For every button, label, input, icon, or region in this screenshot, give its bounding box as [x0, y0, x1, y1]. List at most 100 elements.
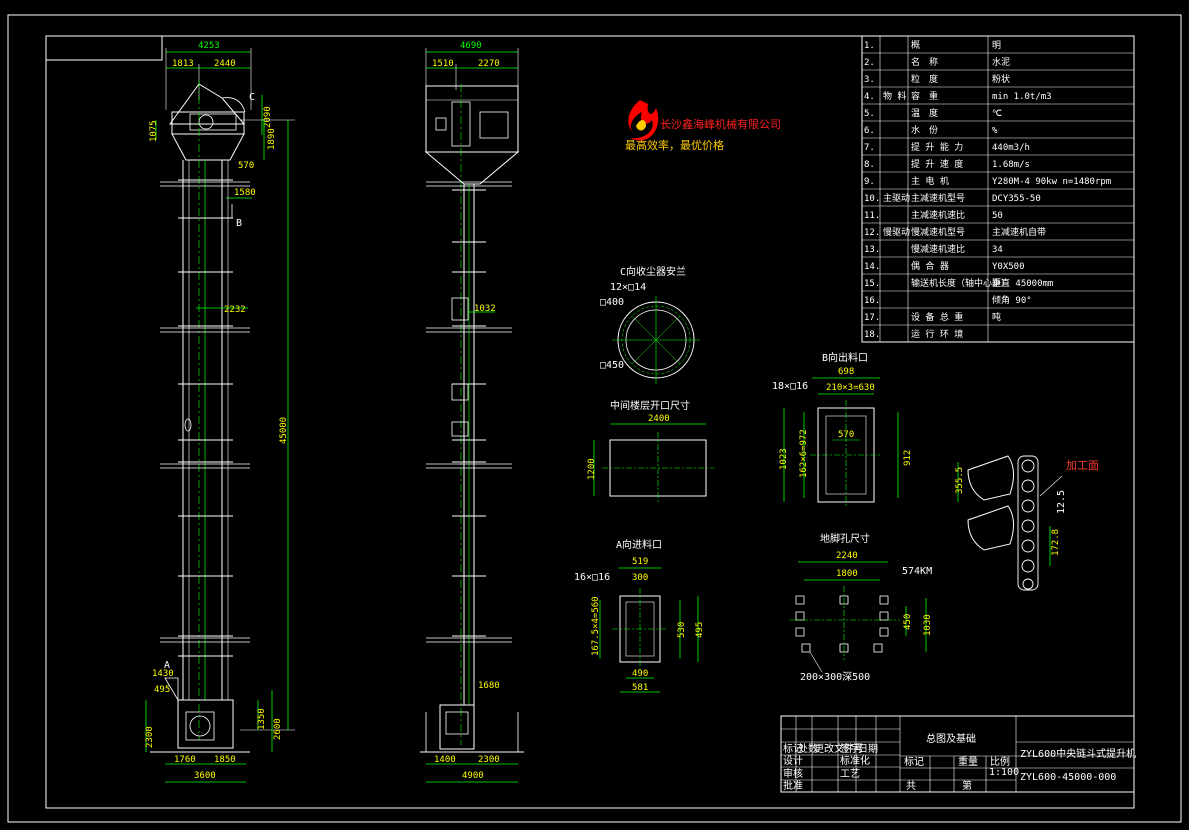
- c-flange-outer: □400: [600, 297, 624, 308]
- spec-row-value: 主减速机自带: [992, 226, 1046, 238]
- front-dim-height: 45000: [279, 417, 289, 444]
- a-inlet-w-bot: 490: [632, 669, 648, 679]
- spec-row-number: 17.: [864, 313, 880, 323]
- spec-row-group: 物 料: [883, 90, 906, 102]
- b-outlet-w-pitch: 210×3=630: [826, 383, 875, 393]
- spec-row-value: Y0X500: [992, 262, 1025, 272]
- spec-row-value: 明: [992, 40, 1001, 51]
- a-inlet-w-inner: 300: [632, 573, 648, 583]
- mid-floor-title: 中间楼层开口尺寸: [610, 399, 690, 412]
- b-outlet-holes: 18×□16: [772, 381, 808, 392]
- a-inlet-w-outer: 519: [632, 557, 648, 567]
- spec-row-value: 倾角 90°: [992, 294, 1032, 306]
- spec-row-name: 概: [911, 39, 920, 51]
- bucket-machined-face: 加工面: [1066, 459, 1099, 472]
- front-view: 4253 1813 2440 C 1075 2090 1890 570 1580…: [145, 41, 295, 783]
- bucket-d1: 355.5: [955, 467, 965, 494]
- tb-small-4: 日期: [858, 743, 878, 755]
- side-dim-low: 1680: [478, 681, 500, 691]
- tb-small-6: 标准化: [840, 754, 870, 767]
- foundation-w-inner: 1800: [836, 569, 858, 579]
- bucket-d3: 172.8: [1051, 529, 1061, 556]
- spec-row-number: 4.: [864, 92, 875, 102]
- front-dim-mid: 2232: [224, 305, 246, 315]
- sheet-border-inner: [45, 35, 1135, 809]
- front-dim-side-1: 1075: [149, 120, 159, 142]
- b-outlet-title: B向出料口: [822, 351, 868, 364]
- spec-row-number: 1.: [864, 41, 875, 51]
- spec-row-name: 温 度: [911, 107, 938, 119]
- a-inlet-h-outer: 495: [695, 622, 705, 638]
- front-dim-left: 1813: [172, 59, 194, 69]
- company-logo: 长沙鑫海峰机械有限公司 最高效率，最优价格: [625, 100, 781, 152]
- spec-row-name: 水 份: [911, 124, 938, 136]
- front-dim-small-2: 1580: [234, 188, 256, 198]
- label-c: C: [249, 92, 255, 103]
- spec-row-value: 1.68m/s: [992, 160, 1030, 170]
- spec-row-number: 13.: [864, 245, 880, 255]
- foundation-title: 地脚孔尺寸: [820, 532, 870, 545]
- spec-row-value: 粉状: [992, 73, 1010, 85]
- spec-row-value: 垂直 45000mm: [992, 277, 1053, 289]
- spec-row-number: 15.: [864, 279, 880, 289]
- side-dim-base-left: 1400: [434, 755, 456, 765]
- spec-row-number: 6.: [864, 126, 875, 136]
- front-dim-base-left: 1760: [174, 755, 196, 765]
- spec-row-name: 偶 合 器: [911, 260, 949, 272]
- label-a: A: [164, 660, 170, 671]
- tb-small-5: 设计: [783, 754, 803, 767]
- foundation-h-inner: 450: [903, 614, 913, 630]
- spec-row-name: 设 备 总 重: [911, 311, 963, 323]
- spec-row-number: 2.: [864, 58, 875, 68]
- front-dim-base-right: 1850: [214, 755, 236, 765]
- spec-row-name: 粒 度: [911, 73, 938, 85]
- drawing-number: ZYL600-45000-000: [1020, 772, 1116, 783]
- c-flange-holes: 12×□14: [610, 282, 646, 293]
- sheet-border-outer: [7, 14, 1182, 823]
- front-dim-br-1: 1350: [257, 708, 267, 730]
- detail-bucket: 加工面 355.5 12.5 172.8: [955, 455, 1099, 591]
- spec-row-name: 提 升 能 力: [911, 141, 963, 153]
- scale-label: 比例: [990, 755, 1010, 768]
- spec-row-value: 440m3/h: [992, 143, 1030, 153]
- corner-label-box: [45, 35, 163, 61]
- spec-row-number: 10.: [864, 194, 880, 204]
- side-view: 4690 1510 2270 1032 1680: [420, 41, 524, 783]
- front-dim-br-2: 2600: [273, 718, 283, 740]
- tb-small-7: 审核: [783, 767, 803, 780]
- side-dim-left: 1510: [432, 59, 454, 69]
- bucket-d2: 12.5: [1056, 490, 1067, 514]
- spec-row-value: 水泥: [992, 56, 1010, 68]
- spec-row-number: 18.: [864, 330, 880, 340]
- company-name: 长沙鑫海峰机械有限公司: [660, 117, 781, 131]
- detail-foundation: 地脚孔尺寸 2240 1800 574KM 450 1030 200×300深5…: [790, 532, 933, 683]
- a-inlet-w-bot2: 581: [632, 683, 648, 693]
- spec-row-number: 5.: [864, 109, 875, 119]
- tb-small-0: 标记: [783, 743, 803, 755]
- spec-row-group: 慢驱动: [883, 226, 910, 238]
- side-dim-overall: 4690: [460, 41, 482, 51]
- spec-row-name: 输送机长度（轴中心距）: [911, 277, 1010, 289]
- foundation-bolt: 574KM: [902, 566, 932, 577]
- spec-row-name: 主 电 机: [911, 175, 949, 187]
- tb-small-3: 签字: [840, 742, 860, 755]
- a-inlet-title: A向进料口: [616, 538, 662, 551]
- spec-row-name: 主减速机速比: [911, 209, 965, 221]
- spec-row-number: 12.: [864, 228, 880, 238]
- b-outlet-h-right: 912: [903, 450, 913, 466]
- spec-row-name: 名 称: [911, 56, 938, 68]
- b-outlet-h-pitch: 162×6=972: [799, 429, 809, 478]
- a-inlet-h-pitch: 167.5×4=560: [591, 596, 601, 656]
- spec-row-number: 7.: [864, 143, 875, 153]
- sheet-label: 共: [906, 780, 916, 792]
- spec-row-value: %: [992, 126, 998, 136]
- spec-row-value: 吨: [992, 311, 1001, 323]
- spec-row-value: min 1.0t/m3: [992, 92, 1052, 102]
- foundation-pocket: 200×300深500: [800, 671, 870, 683]
- front-dim-base-overall: 3600: [194, 771, 216, 781]
- mid-floor-w: 2400: [648, 414, 670, 424]
- front-dim-small-1: 570: [238, 161, 254, 171]
- a-inlet-h-inner: 530: [677, 622, 687, 638]
